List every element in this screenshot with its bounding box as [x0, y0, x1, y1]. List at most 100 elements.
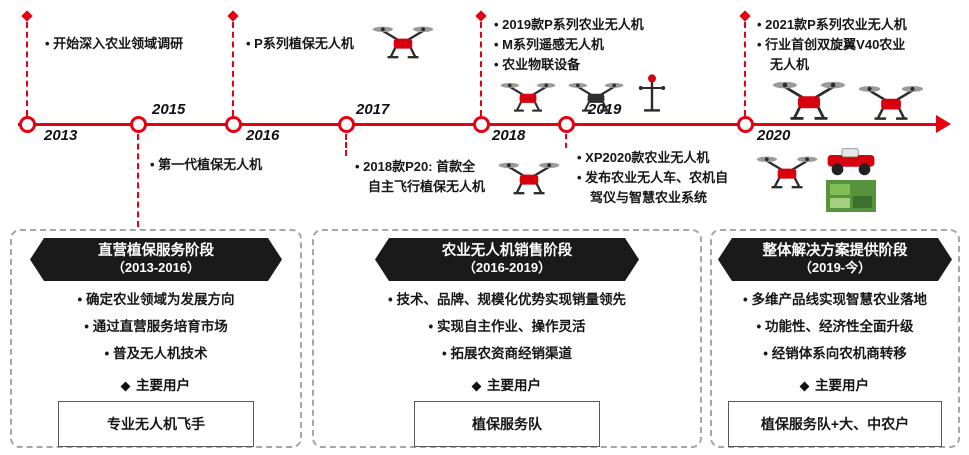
- annotation-2013: 开始深入农业领域调研: [45, 34, 235, 54]
- bullet-item: 实现自主作业、操作灵活: [314, 320, 700, 334]
- phase-3-bullets: 多维产品线实现智慧农业落地 功能性、经济性全面升级 经销体系向农机商转移: [712, 293, 958, 361]
- annotation-2019: XP2020款农业无人机 发布农业无人车、农机自 驾仪与智慧农业系统: [577, 148, 757, 208]
- drone-icon: [372, 26, 434, 59]
- year-label-2016: 2016: [246, 127, 280, 144]
- iot-device-icon: [638, 74, 666, 112]
- phase-box-3: 整体解决方案提供阶段 （2019-今） 多维产品线实现智慧农业落地 功能性、经济…: [710, 229, 960, 448]
- connector-2017: [345, 134, 347, 156]
- phase-2-years: （2016-2019）: [462, 260, 552, 275]
- year-label-2020: 2020: [757, 127, 791, 144]
- bullet-item: 行业首创双旋翼V40农业 无人机: [757, 35, 947, 75]
- connector-2019: [565, 134, 567, 148]
- bullet-text: XP2020款农业无人机: [585, 150, 710, 165]
- bullet-text: 2019款P系列农业无人机: [502, 17, 644, 32]
- connector-2013: [26, 22, 28, 116]
- bullet-text: 功能性、经济性全面升级: [764, 319, 914, 334]
- phase-box-1: 直营植保服务阶段 （2013-2016） 确定农业领域为发展方向 通过直营服务培…: [10, 229, 302, 448]
- phase-2-banner: 农业无人机销售阶段 （2016-2019）: [375, 238, 639, 281]
- bullet-text: 多维产品线实现智慧农业落地: [751, 292, 927, 307]
- bullet-text: 技术、品牌、规模化优势实现销量领先: [396, 292, 626, 307]
- bullet-text: 发布农业无人车、农机自: [585, 170, 729, 185]
- phase-3-users-label: 主要用户: [712, 374, 958, 394]
- bullet-text: P系列植保无人机: [254, 36, 354, 51]
- drone-icon: [772, 81, 846, 120]
- timeline-node-2018: [473, 116, 490, 133]
- bullet-text: M系列遥感无人机: [502, 37, 605, 52]
- drone-icon: [500, 83, 556, 113]
- bullet-item: 确定农业领域为发展方向: [12, 293, 300, 307]
- diamond-marker-2018: [475, 10, 487, 22]
- phase-box-2: 农业无人机销售阶段 （2016-2019） 技术、品牌、规模化优势实现销量领先 …: [312, 229, 702, 448]
- drone-icon: [756, 156, 818, 189]
- timeline-arrow-icon: [936, 115, 951, 133]
- bullet-text-continued: 自主飞行植保无人机: [368, 179, 486, 194]
- bullet-item: 2019款P系列农业无人机: [494, 15, 689, 35]
- users-text: 植保服务队: [472, 416, 542, 432]
- annotation-2020: 2021款P系列农业无人机 行业首创双旋翼V40农业 无人机: [757, 15, 947, 75]
- phase-1-users-box: 专业无人机飞手: [58, 401, 254, 447]
- drone-icon: [858, 86, 924, 121]
- bullet-item: 拓展农资商经销渠道: [314, 347, 700, 361]
- bullet-item: 通过直营服务培育市场: [12, 320, 300, 334]
- phase-1-bullets: 确定农业领域为发展方向 通过直营服务培育市场 普及无人机技术: [12, 293, 300, 361]
- timeline-node-2016: [225, 116, 242, 133]
- phase-1-banner: 直营植保服务阶段 （2013-2016）: [30, 238, 282, 281]
- diamond-marker-2013: [21, 10, 33, 22]
- diamond-icon: [799, 381, 810, 392]
- connector-2020: [744, 22, 746, 116]
- phase-3-users-box: 植保服务队+大、中农户: [728, 401, 942, 447]
- product-images-2018: [500, 72, 668, 115]
- year-label-2017: 2017: [356, 101, 390, 118]
- bullet-item: M系列遥感无人机: [494, 35, 689, 55]
- users-text: 专业无人机飞手: [107, 416, 205, 432]
- users-label-text: 主要用户: [136, 378, 190, 393]
- bullet-text: 行业首创双旋翼V40农业: [765, 37, 906, 52]
- phase-1-users-label: 主要用户: [12, 374, 300, 394]
- bullet-text: 农业物联设备: [502, 57, 581, 72]
- bullet-item: 发布农业无人车、农机自 驾仪与智慧农业系统: [577, 168, 757, 208]
- bullet-text: 经销体系向农机商转移: [771, 346, 907, 361]
- year-label-2018: 2018: [492, 127, 526, 144]
- connector-2016: [232, 22, 234, 116]
- diamond-icon: [471, 381, 482, 392]
- bullet-item: 2021款P系列农业无人机: [757, 15, 947, 35]
- timeline-node-2019: [558, 116, 575, 133]
- phase-2-users-label: 主要用户: [314, 374, 700, 394]
- bullet-item: P系列植保无人机: [246, 34, 391, 54]
- bullet-text: 普及无人机技术: [112, 346, 208, 361]
- bullet-text-continued: 驾仪与智慧农业系统: [590, 190, 708, 205]
- annotation-2018: 2019款P系列农业无人机 M系列遥感无人机 农业物联设备: [494, 15, 689, 75]
- users-label-text: 主要用户: [487, 378, 541, 393]
- diamond-marker-2016: [227, 10, 239, 22]
- annotation-2017: 2018款P20: 首款全 自主飞行植保无人机: [355, 157, 505, 197]
- bullet-item: 2018款P20: 首款全 自主飞行植保无人机: [355, 157, 505, 197]
- bullet-item: 经销体系向农机商转移: [712, 347, 958, 361]
- phase-3-title: 整体解决方案提供阶段: [762, 243, 908, 259]
- bullet-item: 功能性、经济性全面升级: [712, 320, 958, 334]
- annotation-2016: P系列植保无人机: [246, 34, 391, 54]
- bullet-text-continued: 无人机: [770, 57, 810, 72]
- phase-3-years: （2019-今）: [798, 260, 872, 275]
- diamond-marker-2020: [739, 10, 751, 22]
- bullet-item: 第一代植保无人机: [150, 155, 315, 175]
- timeline-node-2015: [130, 116, 147, 133]
- bullet-item: 技术、品牌、规模化优势实现销量领先: [314, 293, 700, 307]
- year-label-2019: 2019: [588, 101, 622, 118]
- year-label-2015: 2015: [152, 101, 186, 118]
- field-map-icon: [826, 180, 876, 212]
- bullet-item: 普及无人机技术: [12, 347, 300, 361]
- drone-icon: [568, 83, 624, 113]
- bullet-item: 开始深入农业领域调研: [45, 34, 235, 54]
- users-label-text: 主要用户: [815, 378, 869, 393]
- phase-2-users-box: 植保服务队: [414, 401, 600, 447]
- bullet-text: 2021款P系列农业无人机: [765, 17, 907, 32]
- phase-3-banner: 整体解决方案提供阶段 （2019-今）: [718, 238, 952, 281]
- farm-vehicle-icon: [827, 148, 875, 176]
- bullet-text: 实现自主作业、操作灵活: [436, 319, 586, 334]
- bullet-item: XP2020款农业无人机: [577, 148, 757, 168]
- users-text: 植保服务队+大、中农户: [760, 416, 910, 432]
- timeline-node-2013: [19, 116, 36, 133]
- bullet-item: 农业物联设备: [494, 55, 689, 75]
- bullet-text: 2018款P20: 首款全: [363, 159, 476, 174]
